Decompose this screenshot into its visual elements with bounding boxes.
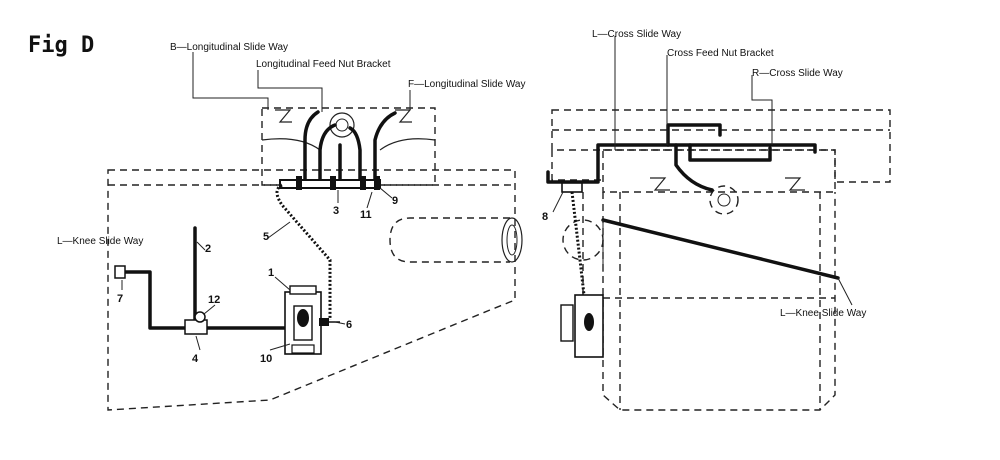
figure-title: Fig D — [28, 33, 94, 58]
callout-5: 5 — [263, 231, 269, 243]
leader-10 — [269, 343, 291, 351]
callout-2: 2 — [205, 243, 211, 255]
feed-nut-bore — [335, 118, 349, 132]
slide-way-left — [275, 109, 292, 123]
manifold-fitting-2 — [330, 176, 336, 190]
cross-feed-nut — [709, 185, 739, 215]
leader-12 — [203, 304, 216, 315]
lube-line-b — [303, 110, 320, 185]
leader-9 — [379, 187, 393, 199]
manifold-fitting-3 — [360, 176, 366, 190]
base-outline — [551, 150, 603, 181]
callout-10: 10 — [260, 353, 272, 365]
callout-9: 9 — [392, 195, 398, 207]
manifold-fitting-1 — [296, 176, 302, 190]
manifold-fitting-4 — [374, 176, 380, 190]
valve-12 — [194, 311, 206, 323]
lube-line-f — [373, 111, 397, 185]
saddle-curve-right — [379, 138, 436, 151]
side-boss-face — [501, 217, 523, 263]
leader-1 — [274, 276, 291, 291]
leader-r-cross — [751, 75, 773, 145]
dovetail-left — [650, 177, 670, 191]
left-view: B—Longitudinal Slide Way Longitudinal Fe… — [57, 42, 525, 411]
saddle-curve-left — [261, 138, 321, 151]
knee-supply-pipe — [118, 270, 292, 330]
side-boss — [389, 217, 510, 263]
side-boss-bore — [506, 224, 518, 256]
leader-6 — [334, 321, 346, 325]
oil-pump-reservoir — [284, 285, 340, 355]
label-cross-feed-nut-bracket: Cross Feed Nut Bracket — [667, 48, 774, 59]
callout-11: 11 — [360, 209, 372, 221]
hose-5 — [275, 183, 332, 320]
callout-1: 1 — [268, 267, 274, 279]
lube-line-center-1 — [318, 123, 337, 185]
cross-feed-nut-bore — [717, 193, 731, 207]
callout-3: 3 — [333, 205, 339, 217]
label-r-cross-slide-way: R—Cross Slide Way — [752, 68, 843, 79]
feed-nut-bracket — [329, 112, 355, 138]
leader-4 — [195, 335, 201, 351]
machine-body-outline — [107, 169, 516, 411]
label-l-cross-slide-way: L—Cross Slide Way — [592, 29, 681, 40]
cross-nut-drop — [674, 143, 714, 192]
knee-oil-fitting — [114, 265, 126, 279]
leader-b — [192, 52, 269, 110]
leader-nut — [257, 70, 323, 112]
fitting-8 — [561, 182, 583, 193]
knee-outline — [602, 192, 836, 411]
leader-2 — [196, 241, 206, 251]
tee-fitting-4 — [184, 319, 208, 335]
leader-8 — [552, 191, 564, 213]
label-l-knee-slide-way-left: L—Knee Slide Way — [57, 236, 143, 247]
leader-knee-right — [837, 277, 853, 306]
leader-5 — [267, 221, 291, 239]
right-view: L—Cross Slide Way Cross Feed Nut Bracket… — [542, 29, 891, 411]
label-longitudinal-feed-nut-bracket: Longitudinal Feed Nut Bracket — [256, 59, 391, 70]
leader-11 — [366, 191, 373, 209]
dovetail-right — [785, 177, 805, 191]
r-cross-slide-line — [688, 143, 772, 162]
label-b-longitudinal-slide-way: B—Longitudinal Slide Way — [170, 42, 288, 53]
saddle-outline — [261, 107, 436, 186]
label-f-longitudinal-slide-way: F—Longitudinal Slide Way — [408, 79, 525, 90]
lube-line-center-3 — [348, 126, 362, 185]
saddle-right-outline — [602, 149, 836, 193]
knee-slide-way-line — [601, 218, 840, 280]
oil-pump-right — [560, 294, 604, 358]
label-l-knee-slide-way-right: L—Knee Slide Way — [780, 308, 866, 319]
callout-8: 8 — [542, 211, 548, 223]
slide-way-right — [395, 109, 412, 123]
callout-7: 7 — [117, 293, 123, 305]
callout-12: 12 — [208, 294, 220, 306]
callout-6: 6 — [346, 319, 352, 331]
callout-4: 4 — [192, 353, 199, 365]
cross-slide-line — [546, 143, 817, 184]
hose-right — [570, 191, 590, 331]
cross-nut-line — [666, 123, 722, 147]
